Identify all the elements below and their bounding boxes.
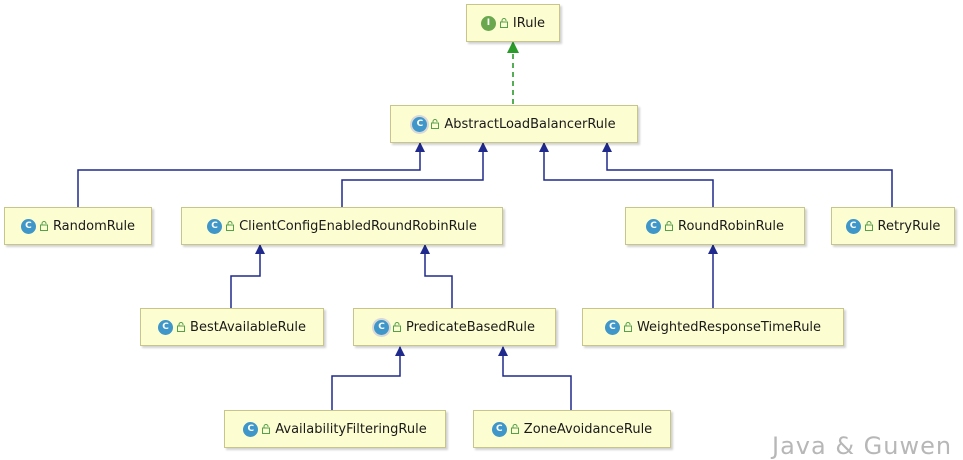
edge-zone-extends-predicate — [498, 346, 572, 410]
node-label: RoundRobinRule — [678, 218, 784, 234]
node-label: BestAvailableRule — [190, 319, 306, 335]
node-retry-rule[interactable]: C RetryRule — [831, 207, 955, 245]
abstract-class-icon: C — [412, 116, 428, 132]
node-round-robin-rule[interactable]: C RoundRobinRule — [625, 207, 805, 245]
class-icon: C — [158, 319, 174, 335]
edge-roundrobin-extends-abstract — [539, 142, 714, 207]
interface-icon: I — [480, 15, 496, 31]
watermark: Java & Guwen I — [772, 432, 963, 460]
node-label: RandomRule — [52, 218, 136, 234]
public-lock-icon — [177, 322, 186, 332]
node-abstract-load-balancer-rule[interactable]: C AbstractLoadBalancerRule — [390, 105, 638, 143]
edge-bestavailable-extends-clientconfig — [230, 244, 265, 308]
class-icon: C — [604, 319, 620, 335]
edge-clientconfig-extends-abstract — [341, 142, 488, 207]
class-diagram: I IRule C AbstractLoadBalancerRule C Ran… — [4, 4, 963, 460]
node-irule[interactable]: I IRule — [466, 4, 560, 42]
public-lock-icon — [431, 119, 440, 129]
node-label: RetryRule — [877, 218, 941, 234]
node-best-available-rule[interactable]: C BestAvailableRule — [140, 308, 324, 346]
node-label: ClientConfigEnabledRoundRobinRule — [239, 218, 477, 234]
public-lock-icon — [393, 322, 402, 332]
abstract-class-icon: C — [374, 319, 390, 335]
node-label: AbstractLoadBalancerRule — [444, 116, 616, 132]
node-label: PredicateBasedRule — [406, 319, 535, 335]
node-availability-filtering-rule[interactable]: C AvailabilityFilteringRule — [224, 410, 446, 448]
node-label: ZoneAvoidanceRule — [523, 421, 653, 437]
node-client-config-enabled-round-robin-rule[interactable]: C ClientConfigEnabledRoundRobinRule — [181, 207, 503, 245]
class-icon: C — [646, 218, 662, 234]
public-lock-icon — [262, 424, 271, 434]
node-label: IRule — [512, 15, 546, 31]
node-weighted-response-time-rule[interactable]: C WeightedResponseTimeRule — [582, 308, 844, 346]
public-lock-icon — [499, 18, 508, 28]
public-lock-icon — [39, 221, 48, 231]
public-lock-icon — [226, 221, 235, 231]
node-zone-avoidance-rule[interactable]: C ZoneAvoidanceRule — [473, 410, 671, 448]
node-label: WeightedResponseTimeRule — [636, 319, 822, 335]
class-icon: C — [243, 421, 259, 437]
class-icon: C — [207, 218, 223, 234]
inheritance-edges — [77, 41, 893, 410]
edge-random-extends-abstract — [77, 142, 425, 207]
class-icon: C — [845, 218, 861, 234]
node-label: AvailabilityFilteringRule — [275, 421, 427, 437]
node-predicate-based-rule[interactable]: C PredicateBasedRule — [353, 308, 556, 346]
public-lock-icon — [864, 221, 873, 231]
public-lock-icon — [665, 221, 674, 231]
edge-retry-extends-abstract — [602, 142, 893, 207]
class-icon: C — [491, 421, 507, 437]
node-random-rule[interactable]: C RandomRule — [4, 207, 152, 245]
edge-predicate-extends-clientconfig — [420, 244, 453, 308]
edge-availability-extends-predicate — [331, 346, 405, 410]
public-lock-icon — [623, 322, 632, 332]
public-lock-icon — [510, 424, 519, 434]
class-icon: C — [20, 218, 36, 234]
